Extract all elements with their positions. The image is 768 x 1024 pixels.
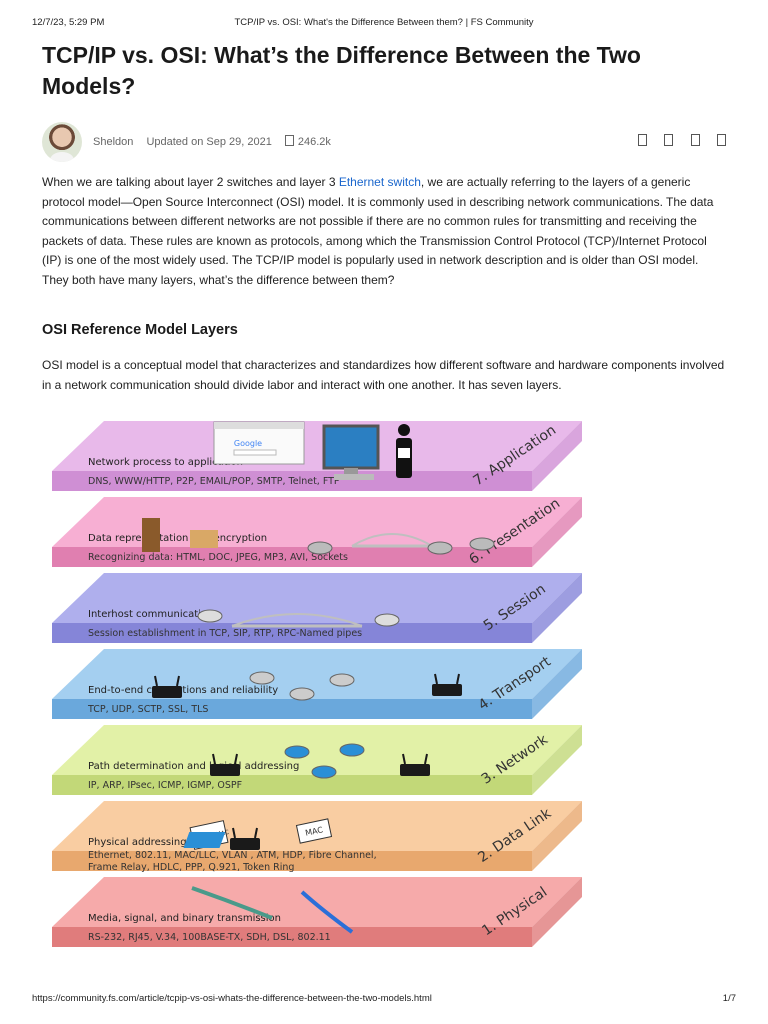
share-icon-3[interactable] [690, 134, 700, 146]
layer-title: Network process to application [88, 457, 243, 468]
router-disc-icon [329, 673, 355, 687]
layer-protocols: DNS, WWW/HTTP, P2P, EMAIL/POP, SMTP, Tel… [88, 476, 340, 487]
layer-top-face [52, 573, 582, 623]
layer-protocols: Ethernet, 802.11, MAC/LLC, VLAN , ATM, H… [88, 850, 377, 861]
hub-icon [311, 765, 337, 779]
share-icon-1[interactable] [637, 134, 647, 146]
section-paragraph: OSI model is a conceptual model that cha… [42, 358, 725, 392]
layer-side-face [532, 649, 582, 719]
router-disc-icon [249, 671, 275, 685]
article-title: TCP/IP vs. OSI: What’s the Difference Be… [42, 42, 641, 99]
layer-top-face [52, 877, 582, 927]
byline: Sheldon Updated on Sep 29, 2021 246.2k [93, 135, 341, 148]
router-icon [230, 827, 260, 850]
switch-icon [183, 832, 226, 848]
layer-title: Media, signal, and binary transmission [88, 913, 281, 924]
layer-side-face [532, 725, 582, 795]
layer-protocols: RS-232, RJ45, V.34, 100BASE-TX, SDH, DSL… [88, 932, 331, 943]
views-icon [284, 135, 294, 146]
mac-tag: MAC [295, 818, 333, 844]
page-number: 1/7 [722, 993, 736, 1004]
fiber-cable-icon [191, 886, 273, 920]
share-icons [625, 133, 726, 151]
layer-top-face [52, 421, 582, 471]
layer-front-band [52, 775, 532, 795]
google-logo: Google [234, 439, 262, 448]
router-icon [400, 753, 430, 776]
hub-icon [339, 743, 365, 757]
layer-protocols: IP, ARP, IPsec, ICMP, IGMP, OSPF [88, 780, 242, 791]
layer-side-face [532, 421, 582, 491]
layer-protocols: TCP, UDP, SCTP, SSL, TLS [87, 704, 208, 715]
updated-date: Updated on Sep 29, 2021 [146, 136, 272, 148]
layer-front-band [52, 851, 532, 871]
router-disc-icon [469, 537, 495, 551]
router-icon [152, 675, 182, 698]
layer-protocols: Session establishment in TCP, SIP, RTP, … [88, 628, 362, 639]
author-name[interactable]: Sheldon [93, 136, 134, 148]
mac-label: MAC [304, 825, 324, 838]
layer-side-face [532, 877, 582, 947]
layer-front-band [52, 927, 532, 947]
print-page-title: TCP/IP vs. OSI: What's the Difference Be… [234, 17, 534, 28]
share-icon-4[interactable] [717, 134, 726, 146]
author-avatar[interactable] [42, 122, 82, 162]
router-icon [210, 753, 240, 776]
layer-top-face [52, 497, 582, 547]
router-disc-icon [307, 541, 333, 555]
router-disc-icon [374, 613, 400, 627]
print-datetime: 12/7/23, 5:29 PM [32, 17, 105, 28]
router-disc-icon [289, 687, 315, 701]
ethernet-cable-icon [300, 890, 354, 934]
package-box-icon [190, 530, 218, 548]
layer-protocols: Recognizing data: HTML, DOC, JPEG, MP3, … [88, 552, 348, 563]
layer-side-face [532, 497, 582, 567]
computer-monitor-icon [322, 424, 380, 480]
router-disc-icon [197, 609, 223, 623]
print-footer: https://community.fs.com/article/tcpip-v… [32, 993, 736, 1007]
bridge-icon [351, 533, 433, 548]
layer-front-band [52, 547, 532, 567]
osi-layer-6: Data representation and encryptionRecogn… [52, 495, 582, 568]
bridge-icon [231, 613, 363, 628]
osi-layer-4: End-to-end connections and reliabilityTC… [52, 649, 582, 719]
layer-top-face [52, 725, 582, 775]
article-meta: Sheldon Updated on Sep 29, 2021 246.2k [42, 122, 726, 162]
layer-title: Data representation and encryption [88, 533, 267, 544]
layer-title: Path determination and logical addressin… [88, 761, 299, 772]
print-url: https://community.fs.com/article/tcpip-v… [32, 993, 432, 1004]
layer-protocols: Frame Relay, HDLC, PPP, Q.921, Token Rin… [88, 862, 294, 873]
layer-title: End-to-end connections and reliability [88, 685, 278, 696]
layer-title: Interhost communication [88, 609, 213, 620]
layer-front-band [52, 471, 532, 491]
layer-side-face [532, 573, 582, 643]
ethernet-switch-link[interactable]: Ethernet switch [338, 175, 421, 189]
door-icon [142, 518, 160, 552]
browser-window-icon: Google [213, 421, 305, 465]
hub-icon [284, 745, 310, 759]
views-count: 246.2k [284, 135, 331, 148]
osi-layer-1: Media, signal, and binary transmissionRS… [52, 877, 582, 947]
share-icon-2[interactable] [664, 134, 674, 146]
layer-front-band [52, 623, 532, 643]
router-disc-icon [427, 541, 453, 555]
intro-paragraph: When we are talking about layer 2 switch… [42, 175, 714, 287]
person-icon [396, 424, 412, 478]
section-heading: OSI Reference Model Layers [42, 322, 238, 338]
print-header: 12/7/23, 5:29 PM TCP/IP vs. OSI: What's … [32, 17, 736, 31]
layer-title: Physical addressing [88, 837, 187, 848]
router-icon [432, 673, 462, 696]
osi-layer-3: Path determination and logical addressin… [52, 725, 582, 795]
layer-front-band [52, 699, 532, 719]
layer-side-face [532, 801, 582, 871]
